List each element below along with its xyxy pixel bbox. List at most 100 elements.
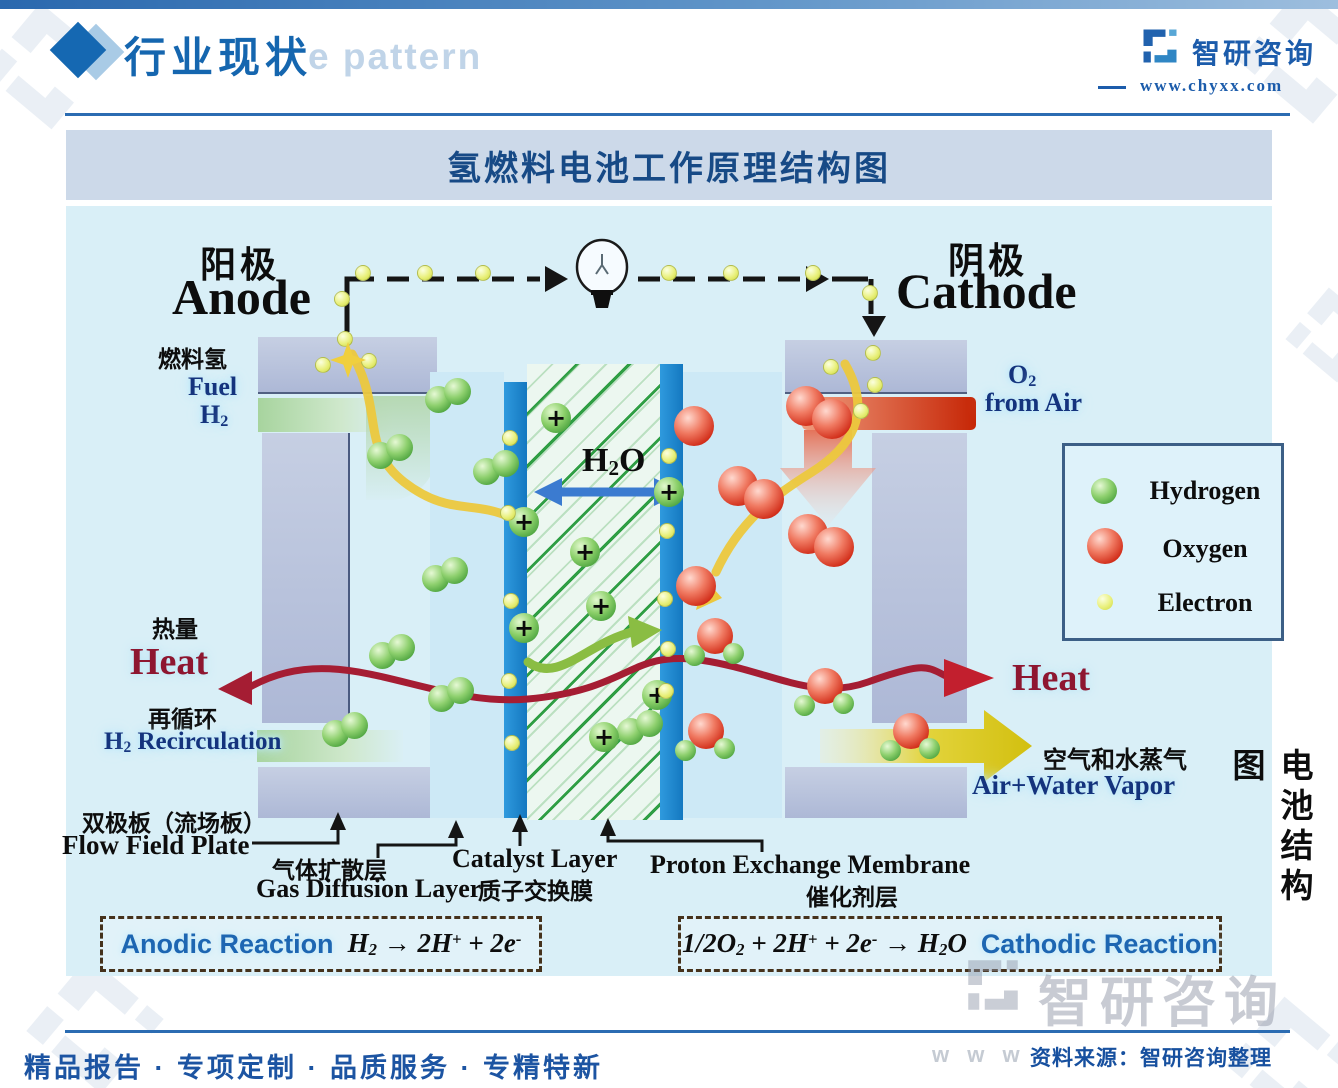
electron-dot: [657, 591, 673, 607]
heat-left-label-en: Heat: [130, 641, 209, 683]
electron-dot: [502, 430, 518, 446]
structure-vertical-label: 电池结构图: [1228, 748, 1313, 908]
header-watermark-text: e pattern: [308, 36, 483, 77]
water-molecule: [684, 618, 746, 670]
cathodic-reaction-formula: 1/2O2 + 2H+ + 2e- → H2O: [682, 927, 967, 960]
hydrogen-molecule: [369, 634, 416, 670]
catalyst-layer-label-en: Catalyst Layer: [452, 844, 618, 873]
heat-arrowhead-left: [218, 671, 252, 705]
hydrogen-molecule: [322, 712, 369, 748]
brand-logo-icon: [1143, 29, 1177, 63]
light-bulb-icon: [575, 238, 629, 308]
brand-site[interactable]: www.chyxx.com: [1140, 76, 1284, 95]
hydrogen-legend-label: Hydrogen: [1149, 476, 1261, 505]
electron-dot: [315, 357, 331, 373]
data-source-label: 资料来源：智研咨询整理: [1030, 1047, 1272, 1070]
header-rule: [65, 113, 1290, 116]
cathodic-reaction-box: 1/2O2 + 2H+ + 2e- → H2O Cathodic Reactio…: [678, 916, 1222, 972]
electron-dot: [805, 265, 821, 281]
oxygen-molecule: [676, 566, 716, 606]
gas-diffusion-label-cn: 气体扩散层: [272, 857, 387, 883]
electron-dot: [723, 265, 739, 281]
anode-label-cn: 阳极: [200, 244, 281, 285]
air-vapor-label-en: Air+Water Vapor: [972, 770, 1176, 800]
footer-watermark-www: w w w: [932, 1042, 1026, 1067]
electron-dot: [862, 285, 878, 301]
proton-ion: +: [541, 403, 571, 433]
recirculation-label-en: H2 Recirculation: [104, 728, 282, 756]
legend-box: Hydrogen Oxygen Electron: [1062, 443, 1284, 641]
water-molecule: [794, 668, 856, 720]
o2-from-air-label: from Air: [985, 388, 1082, 417]
anode-label-en: Anode: [172, 269, 311, 325]
cathode-label-cn: 阴极: [948, 240, 1029, 281]
anodic-reaction-box: Anodic Reaction H2 → 2H+ + 2e-: [100, 916, 542, 972]
hydrogen-molecule: [422, 557, 469, 593]
section-title: 行业现状: [124, 34, 313, 81]
fuel-label-cn: 燃料氢: [158, 346, 227, 372]
water-molecule: [675, 713, 737, 765]
electron-dot: [867, 377, 883, 393]
top-accent-bar: [0, 0, 1338, 9]
hydrogen-molecule: [428, 677, 475, 713]
electron-dot: [661, 448, 677, 464]
proton-flow-arrowhead: [628, 616, 662, 648]
fuel-label-en: Fuel: [188, 372, 238, 401]
catalyst-layer-label-cn: 质子交换膜: [478, 878, 593, 904]
cathode-plate-bottom-block: [785, 767, 967, 818]
electron-dot: [853, 403, 869, 419]
electron-dot: [503, 593, 519, 609]
proton-ion: +: [654, 477, 684, 507]
anodic-reaction-label: Anodic Reaction: [120, 928, 334, 959]
hydrogen-molecule: [367, 434, 414, 470]
brand-site-dash: [1098, 86, 1126, 89]
footer-rule: [65, 1030, 1290, 1033]
electron-dot: [661, 265, 677, 281]
electron-legend-icon: [1097, 594, 1113, 610]
electron-dot: [501, 673, 517, 689]
footer-watermark-logo: [960, 952, 1026, 1018]
electron-legend-label: Electron: [1157, 588, 1253, 617]
fuel-h2-label: H2: [200, 400, 229, 430]
hydrogen-molecule: [425, 378, 472, 414]
flow-field-plate-label-cn: 双极板（流场板）: [82, 810, 266, 836]
electron-dot: [660, 641, 676, 657]
membrane-label-cn: 催化剂层: [806, 884, 898, 910]
h2o-label: H2O: [582, 442, 646, 480]
electron-dot: [337, 331, 353, 347]
recirculation-label-cn: 再循环: [148, 706, 217, 732]
electron-dot: [361, 353, 377, 369]
hydrogen-molecule: [617, 710, 664, 746]
gas-diffusion-layer-left: [430, 372, 504, 818]
electron-dot: [334, 291, 350, 307]
diagram-title-bar: 氢燃料电池工作原理结构图: [66, 130, 1272, 200]
electron-dot: [659, 523, 675, 539]
electron-dot: [475, 265, 491, 281]
heat-left-label-cn: 热量: [152, 616, 198, 642]
heat-right-label-en: Heat: [1012, 657, 1091, 699]
hydrogen-molecule: [473, 450, 520, 486]
electron-dot: [500, 505, 516, 521]
oxygen-molecule: [674, 406, 714, 446]
heat-arrowhead-right: [944, 659, 994, 697]
proton-ion: +: [509, 613, 539, 643]
label-connector-lines: [252, 828, 764, 858]
footer-watermark-brand: 智研咨询: [1038, 973, 1286, 1033]
water-molecule: [880, 713, 942, 765]
oxygen-legend-icon: [1087, 528, 1123, 564]
label-connector-arrowheads: [330, 812, 616, 838]
oxygen-molecule: [718, 466, 786, 520]
diagram-title: 氢燃料电池工作原理结构图: [447, 149, 891, 188]
proton-flow-arrow: [523, 627, 637, 673]
proton-ion: +: [570, 537, 600, 567]
anode-plate-bottom-block: [258, 767, 437, 818]
footer-slogan: 精品报告 · 专项定制 · 品质服务 · 专精特新: [24, 1053, 603, 1083]
electron-dot: [417, 265, 433, 281]
electron-dot: [865, 345, 881, 361]
gas-diffusion-label-en: Gas Diffusion Layer: [256, 874, 482, 903]
oxygen-molecule: [786, 386, 854, 440]
proton-ion: +: [586, 591, 616, 621]
air-vapor-label-cn: 空气和水蒸气: [1043, 747, 1187, 774]
flow-field-plate-label-en: Flow Field Plate: [62, 830, 250, 860]
